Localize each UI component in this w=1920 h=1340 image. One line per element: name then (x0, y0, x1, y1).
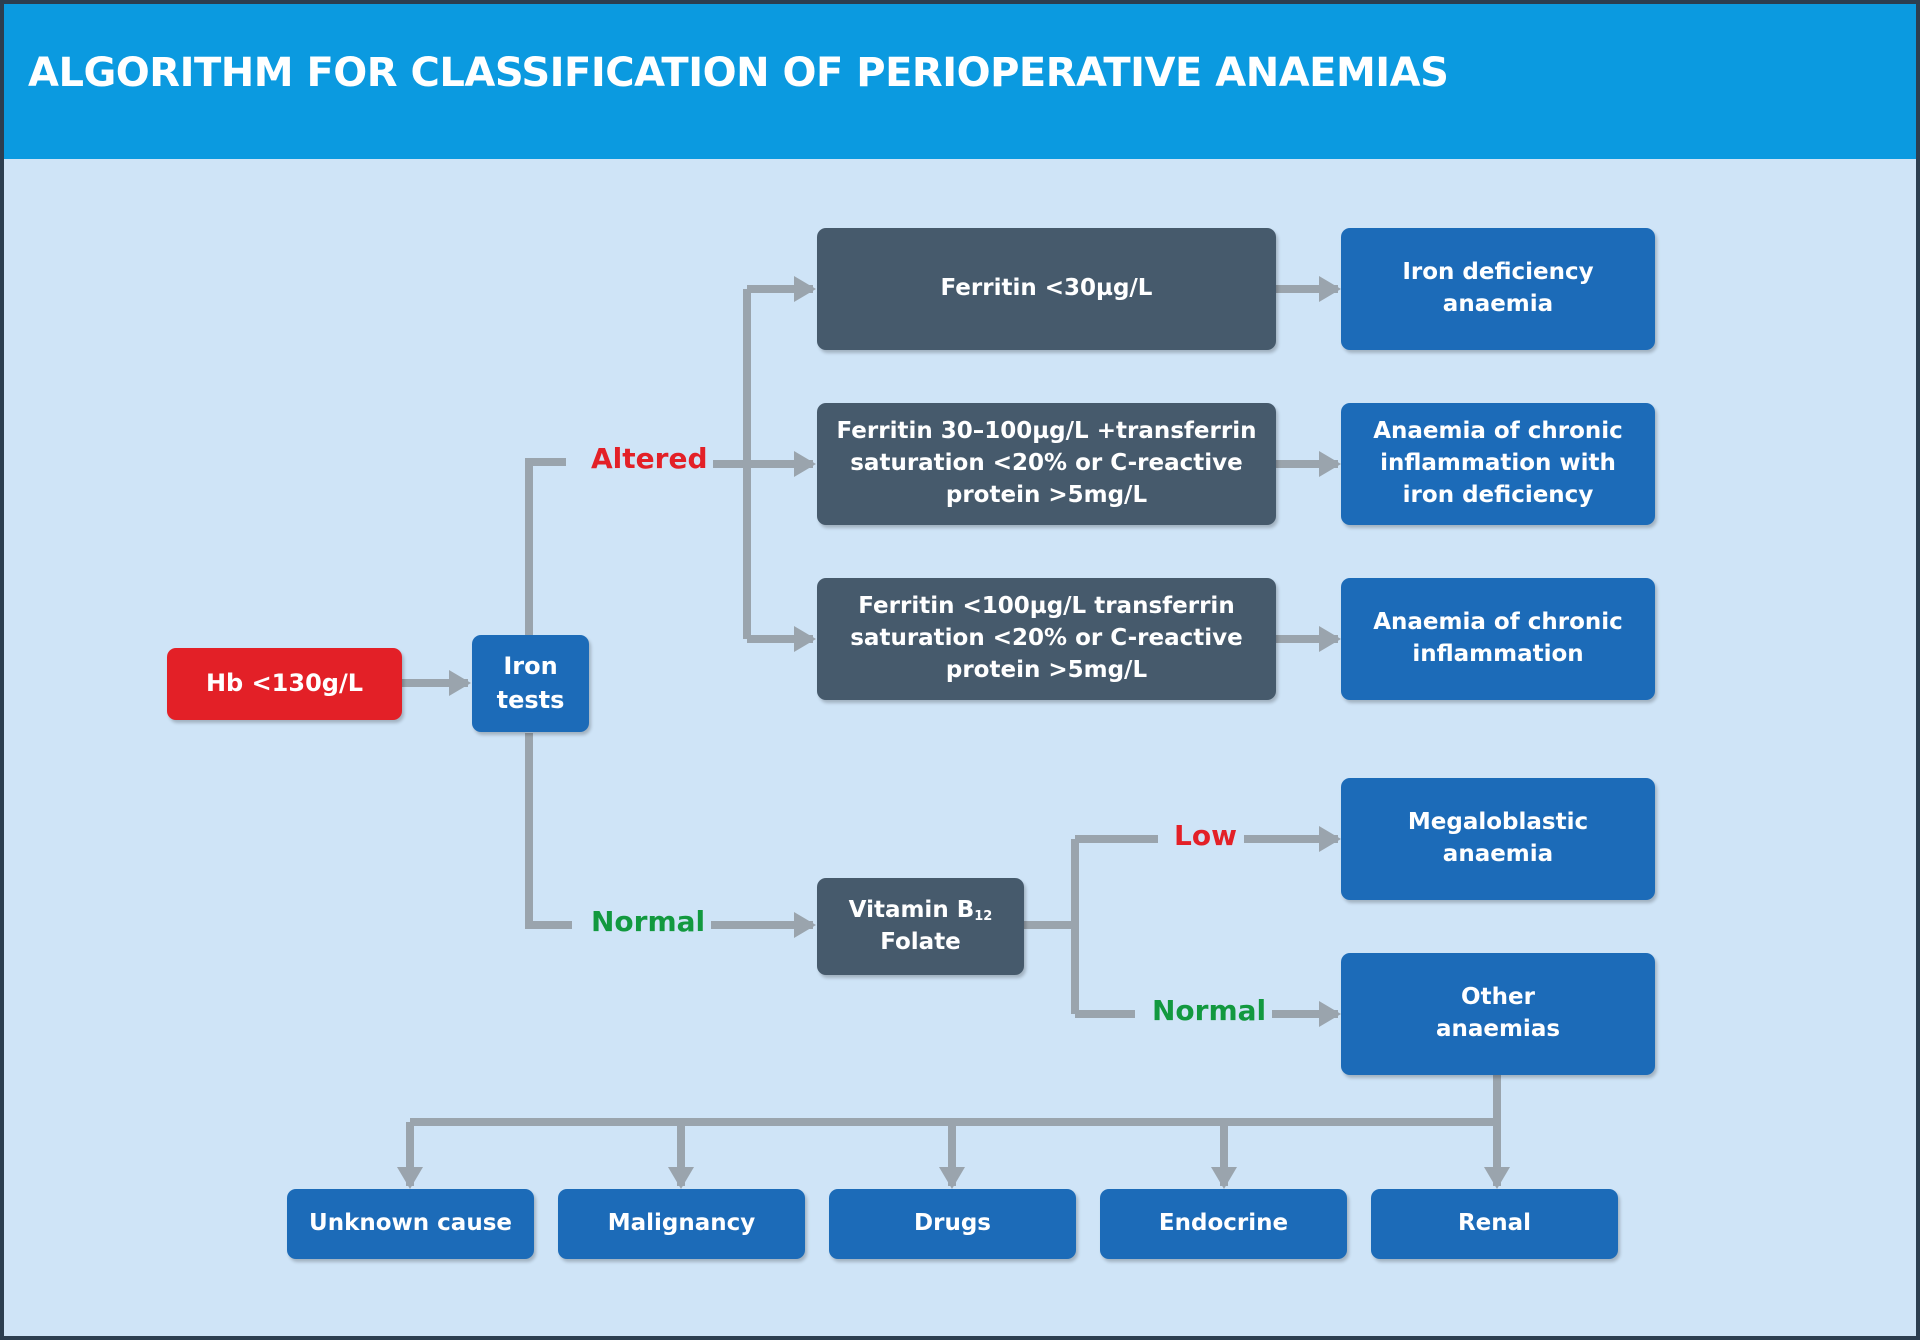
header-bar: ALGORITHM FOR CLASSIFICATION OF PERIOPER… (4, 4, 1916, 159)
test-node-ferritin-high: Ferritin <100µg/L transferrin saturation… (817, 578, 1276, 700)
b12-line: Vitamin B12 (849, 895, 993, 927)
outcome-iron-deficiency-label: Iron deficiency anaemia (1402, 259, 1594, 317)
branch-label-normal-iron: Normal (585, 905, 712, 938)
diagram-title: ALGORITHM FOR CLASSIFICATION OF PERIOPER… (28, 50, 1449, 96)
test-node-b12-folate: Vitamin B12 Folate (817, 878, 1024, 975)
branch-label-altered: Altered (585, 442, 714, 475)
cause-node-renal: Renal (1371, 1189, 1618, 1259)
cause-unknown-label: Unknown cause (309, 1210, 512, 1237)
outcome-node-chronic: Anaemia of chronic inflammation (1341, 578, 1655, 700)
cause-node-endocrine: Endocrine (1100, 1189, 1347, 1259)
line-iron-tests-to-altered (525, 458, 566, 635)
cause-drugs-label: Drugs (914, 1210, 991, 1237)
outcome-node-iron-deficiency: Iron deficiency anaemia (1341, 228, 1655, 350)
cause-node-malignancy: Malignancy (558, 1189, 805, 1259)
iron-tests-label: Iron tests (496, 652, 565, 714)
test-node-ferritin-high-label: Ferritin <100µg/L transferrin saturation… (850, 593, 1243, 683)
test-node-ferritin-mid: Ferritin 30–100µg/L +transferrin saturat… (817, 403, 1276, 525)
start-node-hb: Hb <130g/L (167, 648, 402, 720)
folate-label: Folate (880, 928, 961, 955)
branch-label-low: Low (1168, 819, 1243, 852)
test-node-ferritin-mid-label: Ferritin 30–100µg/L +transferrin saturat… (836, 418, 1257, 508)
branch-label-normal-b12: Normal (1146, 994, 1273, 1027)
cause-node-drugs: Drugs (829, 1189, 1076, 1259)
test-node-ferritin-low: Ferritin <30µg/L (817, 228, 1276, 350)
b12-subscript: 12 (974, 908, 993, 924)
b12-label: Vitamin B (848, 896, 975, 923)
cause-endocrine-label: Endocrine (1158, 1210, 1289, 1237)
outcome-chronic-label: Anaemia of chronic inflammation (1373, 609, 1623, 667)
cause-malignancy-label: Malignancy (607, 1210, 756, 1237)
start-node-label: Hb <130g/L (205, 669, 364, 698)
iron-tests-node: Iron tests (472, 635, 589, 732)
cause-renal-label: Renal (1457, 1210, 1532, 1237)
outcome-node-other: Other anaemias (1341, 953, 1655, 1075)
outcome-megaloblastic-label: Megaloblastic anaemia (1407, 809, 1589, 867)
outcome-node-megaloblastic: Megaloblastic anaemia (1341, 778, 1655, 900)
outcome-node-chronic-with-iron: Anaemia of chronic inflammation with iro… (1341, 403, 1655, 525)
cause-node-unknown: Unknown cause (287, 1189, 534, 1259)
outcome-chronic-with-iron-label: Anaemia of chronic inflammation with iro… (1373, 418, 1623, 508)
outcome-other-label: Other anaemias (1435, 984, 1561, 1042)
test-node-ferritin-low-label: Ferritin <30µg/L (940, 275, 1153, 302)
line-iron-tests-to-normal (525, 733, 572, 929)
